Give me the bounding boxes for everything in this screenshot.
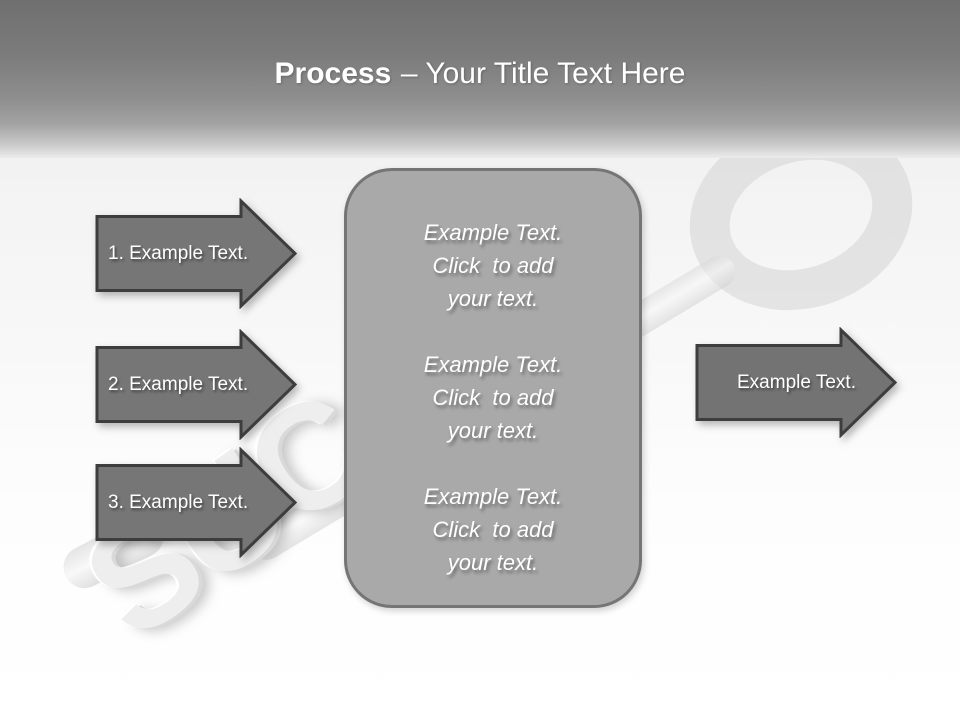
panel-line: Click to add bbox=[432, 385, 554, 410]
panel-line: your text. bbox=[447, 418, 539, 443]
panel-line: Example Text. bbox=[423, 220, 563, 245]
step-arrow-1-label: 1. Example Text. bbox=[108, 242, 249, 264]
panel-line: your text. bbox=[447, 286, 539, 311]
panel-line: Click to add bbox=[432, 253, 554, 278]
center-panel[interactable]: Example Text. Click to add your text. Ex… bbox=[344, 168, 642, 608]
output-arrow[interactable]: Example Text. bbox=[695, 327, 898, 438]
step-arrow-1[interactable]: 1. Example Text. bbox=[95, 198, 298, 309]
right-arrow-shape bbox=[95, 198, 298, 309]
right-arrow-shape bbox=[95, 447, 298, 558]
step-arrow-3-label: 3. Example Text. bbox=[108, 491, 249, 513]
panel-block-1: Example Text. Click to add your text. bbox=[347, 216, 639, 315]
right-arrow-shape bbox=[95, 329, 298, 440]
slide-title[interactable]: Process– Your Title Text Here bbox=[0, 56, 960, 92]
panel-line: your text. bbox=[447, 550, 539, 575]
step-arrow-3[interactable]: 3. Example Text. bbox=[95, 447, 298, 558]
right-arrow-shape bbox=[695, 327, 898, 438]
panel-block-2: Example Text. Click to add your text. bbox=[347, 348, 639, 447]
step-arrow-2-label: 2. Example Text. bbox=[108, 373, 249, 395]
panel-line: Example Text. bbox=[423, 352, 563, 377]
header-band bbox=[0, 0, 960, 158]
panel-line: Click to add bbox=[432, 517, 554, 542]
title-rest-text: – Your Title Text Here bbox=[400, 57, 686, 90]
output-arrow-label: Example Text. bbox=[737, 371, 856, 393]
step-arrow-2[interactable]: 2. Example Text. bbox=[95, 329, 298, 440]
panel-line: Example Text. bbox=[423, 484, 563, 509]
title-bold-text: Process bbox=[274, 57, 392, 90]
panel-block-3: Example Text. Click to add your text. bbox=[347, 480, 639, 579]
